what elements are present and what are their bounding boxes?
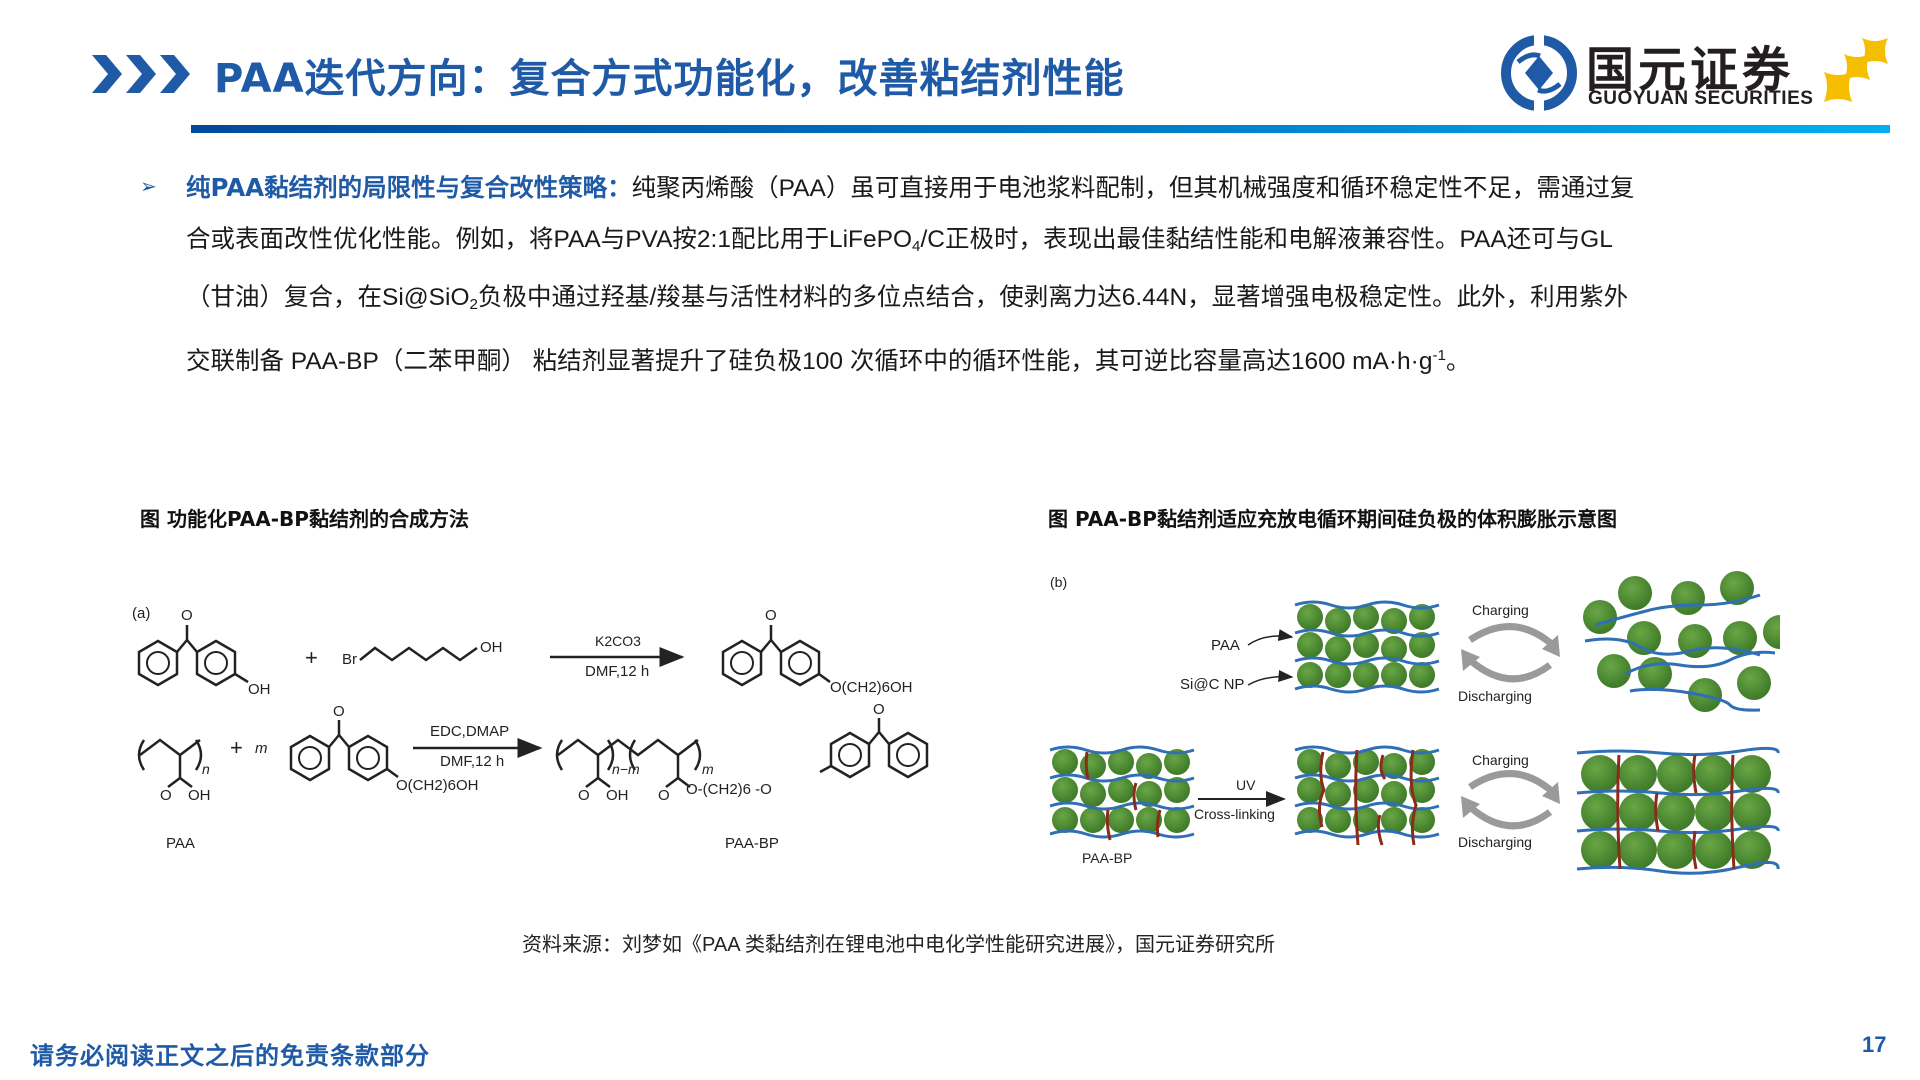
svg-text:Br: Br [342,651,357,668]
arrow-bullet-icon: ➢ [140,176,157,198]
header-divider [191,125,1890,133]
svg-text:OH: OH [480,639,503,656]
svg-text:m: m [255,740,268,757]
figure-caption-right: 图 PAA-BP黏结剂适应充放电循环期间硅负极的体积膨胀示意图 [1048,507,1617,531]
disclaimer-notice: 请务必阅读正文之后的免责条款部分 [30,1042,430,1070]
svg-text:O: O [160,787,172,804]
para-line-1: 纯PAA黏结剂的局限性与复合改性策略：纯聚丙烯酸（PAA）虽可直接用于电池浆料配… [186,173,1635,202]
para-lead: 纯PAA黏结剂的局限性与复合改性策略： [186,173,632,202]
svg-text:O(CH2)6OH: O(CH2)6OH [830,679,913,696]
svg-text:K2CO3: K2CO3 [595,633,641,649]
svg-text:PAA: PAA [1211,637,1240,654]
body-paragraph: ➢ 纯PAA黏结剂的局限性与复合改性策略：纯聚丙烯酸（PAA）虽可直接用于电池浆… [140,162,1850,387]
volume-expansion-figure: (b) PAA Si@C NP Charging Discharging [1040,565,1797,875]
svg-text:O-(CH2)6 -O: O-(CH2)6 -O [686,781,772,798]
brand-logo: 国元证券 GUOYUAN SECURITIES [1500,30,1900,116]
logo-name-en: GUOYUAN SECURITIES [1588,88,1814,109]
svg-text:O: O [333,703,345,720]
para-line-3: （甘油）复合，在Si@SiO2负极中通过羟基/羧基与活性材料的多位点结合，使剥离… [186,283,1629,313]
synthesis-scheme-diagram: (a) O OH + Br OH K2CO3 DMF,12 h O O(CH2)… [132,605,929,852]
svg-text:n: n [202,761,210,777]
source-citation: 资料来源：刘梦如《PAA 类黏结剂在锂电池中电化学性能研究进展》，国元证券研究所 [522,934,1275,956]
svg-text:O: O [181,607,193,624]
svg-text:O: O [578,787,590,804]
svg-text:DMF,12 h: DMF,12 h [440,753,504,770]
synthesis-scheme-figure: (a) O OH + Br OH K2CO3 DMF,12 h O O(CH2)… [130,590,970,860]
volume-expansion-diagram: (b) PAA Si@C NP Charging Discharging [1048,571,1797,875]
svg-text:O: O [765,607,777,624]
svg-text:Charging: Charging [1472,752,1529,768]
page-title: PAA迭代方向：复合方式功能化，改善粘结剂性能 [214,56,1125,102]
svg-text:O(CH2)6OH: O(CH2)6OH [396,777,479,794]
svg-text:Cross-linking: Cross-linking [1194,806,1275,822]
page-number: 17 [1862,1032,1887,1057]
svg-text:DMF,12 h: DMF,12 h [585,663,649,680]
svg-text:UV: UV [1236,777,1256,793]
svg-text:Charging: Charging [1472,602,1529,618]
para-line-2: 合或表面改性优化性能。例如，将PAA与PVA按2:1配比用于LiFePO4/C正… [186,226,1613,255]
logo-name-cn: 国元证券 [1586,42,1795,98]
svg-text:Discharging: Discharging [1458,688,1532,704]
svg-text:(b): (b) [1050,574,1067,590]
svg-text:OH: OH [248,681,271,698]
guoyuan-logo-mark-icon [1501,34,1577,112]
svg-text:n−m: n−m [612,761,640,777]
svg-text:EDC,DMAP: EDC,DMAP [430,723,509,740]
para-line-4: 交联制备 PAA-BP（二苯甲酮） 粘结剂显著提升了硅负极100 次循环中的循环… [186,346,1471,375]
logo-stars-icon [1824,38,1888,102]
svg-text:PAA-BP: PAA-BP [1082,850,1132,866]
svg-text:PAA: PAA [166,835,195,852]
svg-text:OH: OH [606,787,629,804]
svg-text:OH: OH [188,787,211,804]
svg-text:m: m [702,761,714,777]
svg-text:O: O [873,701,885,718]
svg-text:PAA-BP: PAA-BP [725,835,779,852]
svg-text:+: + [305,645,318,670]
svg-text:+: + [230,735,243,760]
chevrons-icon [92,55,190,93]
svg-text:(a): (a) [132,605,150,622]
figure-caption-left: 图 功能化PAA-BP黏结剂的合成方法 [140,507,469,531]
svg-text:Si@C NP: Si@C NP [1180,676,1244,693]
svg-text:O: O [658,787,670,804]
svg-text:Discharging: Discharging [1458,834,1532,850]
